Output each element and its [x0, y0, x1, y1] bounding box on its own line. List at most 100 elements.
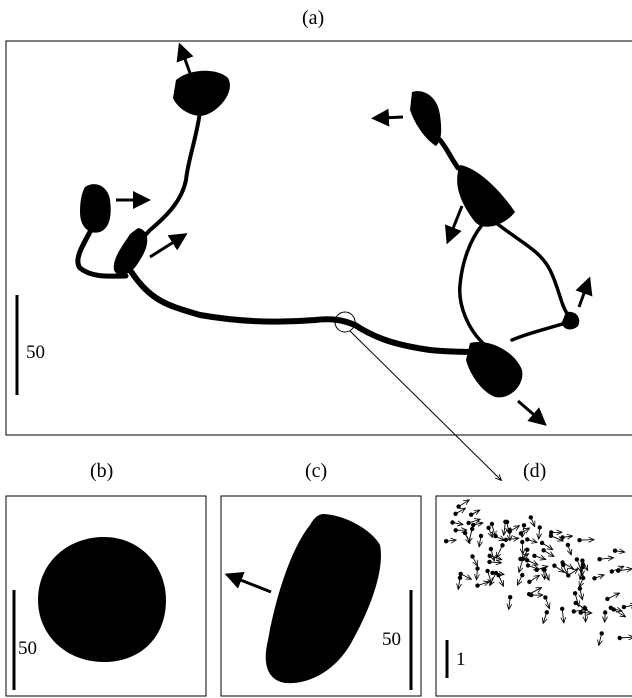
vector-arrow: [497, 545, 503, 557]
panel-a-frame: [5, 40, 632, 436]
panel-a: [5, 40, 632, 480]
vector-arrow: [458, 500, 469, 507]
vector-arrow: [518, 574, 523, 585]
elongated-cell: [265, 514, 381, 684]
vector-arrow: [492, 573, 504, 575]
vector-arrow: [519, 558, 524, 572]
vector-arrow: [531, 517, 535, 526]
vector-arrow: [504, 521, 506, 535]
scale-label-a: 50: [26, 342, 45, 363]
vector-arrow: [580, 588, 582, 600]
vector-dot: [456, 504, 461, 509]
vector-arrow: [562, 608, 564, 623]
vector-arrow: [520, 554, 528, 560]
panel-d: [435, 495, 632, 697]
panel-b-label: (b): [90, 460, 114, 482]
round-cell: [38, 536, 166, 662]
vector-arrow: [613, 609, 625, 617]
scale-label-d: 1: [456, 649, 466, 670]
panel-b-frame: [5, 495, 207, 697]
vector-arrow: [599, 633, 602, 645]
network-strands: [75, 110, 577, 355]
scale-label-c: 50: [382, 629, 401, 650]
motion-arrow: [224, 571, 272, 594]
motion-arrow: [517, 399, 547, 426]
vector-arrow: [489, 556, 502, 560]
vector-arrow: [455, 508, 465, 515]
zoom-circle: [334, 311, 356, 333]
panel-c-frame: [220, 495, 422, 697]
motion-arrow: [149, 233, 188, 259]
vector-arrow: [529, 576, 539, 583]
vector-field: [444, 500, 632, 645]
vector-arrow: [539, 527, 540, 539]
vector-arrow: [479, 535, 481, 546]
vector-arrow: [526, 559, 537, 564]
vector-arrow: [520, 528, 529, 534]
vector-arrow: [534, 556, 545, 559]
vector-arrow: [545, 597, 549, 608]
motion-arrow: [176, 42, 194, 74]
vector-arrow: [477, 568, 478, 580]
vector-arrow: [568, 544, 571, 554]
vector-arrow: [458, 577, 460, 589]
vector-dot: [466, 520, 471, 526]
vector-arrow: [614, 551, 624, 552]
motion-arrow: [575, 276, 593, 308]
vector-arrow: [498, 575, 504, 586]
panel-c-label: (c): [305, 460, 328, 482]
panel-d-frame: [435, 495, 632, 697]
vector-arrow: [544, 569, 549, 580]
vector-arrow: [568, 569, 577, 576]
vector-arrow: [470, 510, 479, 514]
panel-c: [220, 495, 422, 697]
vector-arrow: [599, 558, 613, 559]
vector-arrow: [563, 564, 567, 574]
vector-arrow: [554, 565, 563, 572]
vector-arrow: [550, 535, 563, 541]
vector-arrow: [543, 612, 547, 623]
vector-arrow: [464, 532, 470, 543]
vector-arrow: [623, 605, 632, 607]
panel-b: [5, 495, 207, 697]
vector-arrow: [473, 523, 482, 525]
vector-arrow: [543, 549, 554, 556]
vector-arrow: [576, 559, 582, 571]
vector-arrow: [488, 570, 492, 583]
motion-arrow: [371, 108, 404, 127]
vector-arrow: [460, 573, 471, 579]
vector-arrow: [472, 556, 478, 565]
vector-arrow: [573, 610, 587, 612]
vector-arrow: [509, 597, 510, 609]
vector-arrow: [607, 593, 619, 600]
vector-arrow: [509, 526, 519, 532]
vector-arrow: [618, 569, 631, 571]
vector-arrow: [522, 541, 523, 554]
vector-arrow: [580, 577, 584, 587]
vector-arrow: [527, 566, 539, 570]
vector-arrow: [452, 523, 463, 525]
panel-a-label: (a): [302, 7, 325, 29]
vector-arrow: [469, 528, 472, 542]
vector-arrow: [495, 536, 504, 540]
vector-arrow: [468, 520, 480, 523]
vector-arrow: [489, 562, 501, 563]
vector-arrow: [594, 575, 604, 578]
vector-arrow: [575, 593, 579, 606]
vector-arrow: [610, 608, 622, 611]
panel-d-label: (d): [523, 460, 547, 482]
motion-arrows: [116, 42, 593, 426]
vector-arrow: [562, 536, 572, 537]
vector-dot: [493, 533, 498, 539]
motion-arrow: [444, 205, 464, 245]
vector-arrow: [527, 540, 536, 543]
vector-dot: [453, 511, 458, 516]
vector-arrow: [491, 548, 494, 560]
vector-dot: [462, 530, 468, 536]
vector-dot: [486, 525, 491, 530]
vector-arrow: [489, 527, 493, 537]
vector-arrow: [477, 582, 489, 586]
scale-label-b: 50: [18, 638, 37, 659]
vector-dot: [489, 521, 495, 527]
